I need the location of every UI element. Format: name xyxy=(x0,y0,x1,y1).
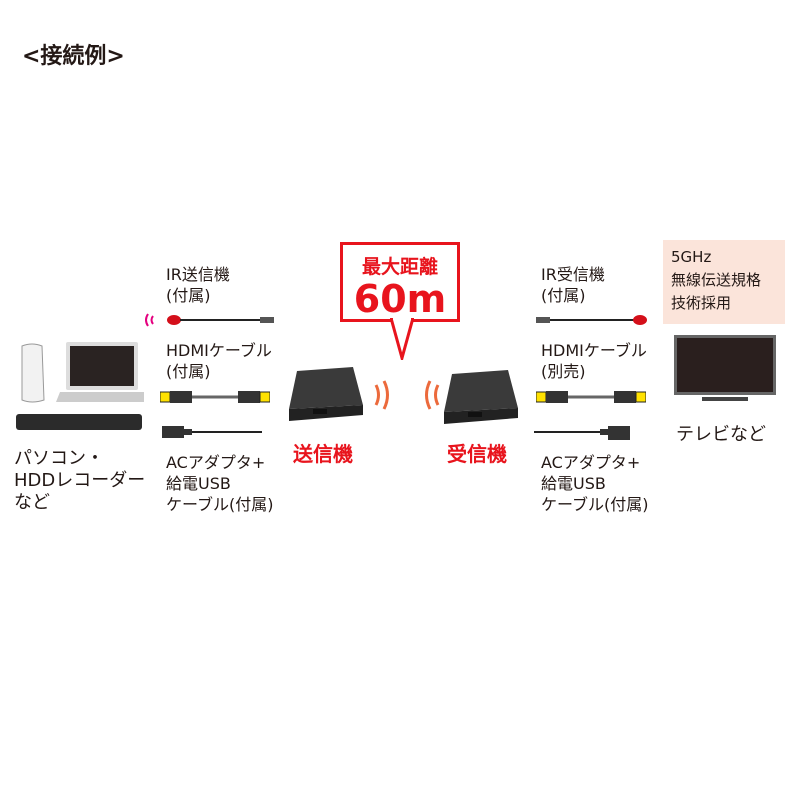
ac-adapter-rx-label: ACアダプタ+ 給電USB ケーブル(付属) xyxy=(541,452,649,515)
max-distance-value: 60m xyxy=(353,277,447,321)
tv-icon xyxy=(674,335,776,401)
display-label: テレビなど xyxy=(676,424,766,445)
ir-transmitter-label: IR送信機 (付属) xyxy=(166,264,230,306)
label-line: IR受信機 xyxy=(541,265,605,284)
label-line: ACアダプタ+ xyxy=(541,453,641,472)
hdmi-cable-rx-label: HDMIケーブル (別売) xyxy=(541,340,647,382)
receiver-label: 受信機 xyxy=(447,442,507,466)
hdmi-cable-tx-label: HDMIケーブル (付属) xyxy=(166,340,272,382)
hdmi-cable-tx-icon xyxy=(160,391,270,403)
label-line: パソコン・ xyxy=(14,448,104,469)
label-line: ACアダプタ+ xyxy=(166,453,266,472)
ac-adapter-tx-label: ACアダプタ+ 給電USB ケーブル(付属) xyxy=(166,452,274,515)
ir-transmitter-cable-icon xyxy=(145,313,274,327)
5ghz-badge: 5GHz 無線伝送規格 技術採用 xyxy=(663,240,785,324)
ac-adapter-tx-icon xyxy=(162,426,262,438)
label-line: (別売) xyxy=(541,362,586,381)
ac-adapter-rx-icon xyxy=(534,426,630,440)
label-line: (付属) xyxy=(166,286,211,305)
ir-receiver-label: IR受信機 (付属) xyxy=(541,264,605,306)
badge-line: 無線伝送規格 xyxy=(671,271,762,289)
page-title: <接続例> xyxy=(22,44,125,69)
label-line: (付属) xyxy=(166,362,211,381)
label-line: HDMIケーブル xyxy=(541,341,647,360)
label-line: IR送信機 xyxy=(166,265,230,284)
transmitter-label: 送信機 xyxy=(293,442,353,466)
ir-receiver-cable-icon xyxy=(536,315,647,325)
label-line: (付属) xyxy=(541,286,586,305)
label-line: 給電USB xyxy=(166,474,231,493)
label-line: HDMIケーブル xyxy=(166,341,272,360)
receiver-device-icon xyxy=(444,370,518,424)
label-line: HDDレコーダー xyxy=(14,470,146,491)
label-line: など xyxy=(14,492,50,513)
source-label: パソコン・ HDDレコーダー など xyxy=(14,448,145,514)
wireless-waves-icon xyxy=(374,380,440,410)
badge-line: 5GHz xyxy=(671,248,712,266)
label-line: ケーブル(付属) xyxy=(541,495,649,514)
source-devices-icon xyxy=(16,342,144,430)
label-line: ケーブル(付属) xyxy=(166,495,274,514)
label-line: 給電USB xyxy=(541,474,606,493)
badge-line: 技術採用 xyxy=(671,294,732,312)
transmitter-device-icon xyxy=(289,367,363,421)
max-distance-callout: 最大距離 60m xyxy=(340,242,460,322)
max-distance-label: 最大距離 xyxy=(361,256,438,278)
hdmi-cable-rx-icon xyxy=(536,391,646,403)
callout-pointer-icon xyxy=(390,318,414,360)
